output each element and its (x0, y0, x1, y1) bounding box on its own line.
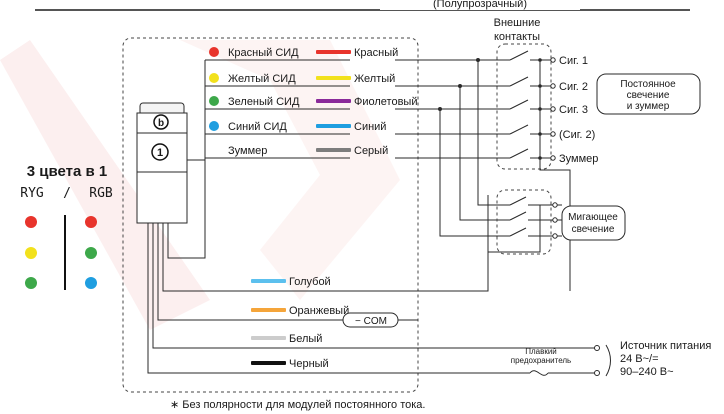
unit-b-badge (153, 114, 169, 130)
signal-tower: b 1 (136, 102, 188, 224)
steady-light-box (596, 73, 701, 115)
steady-line3: и зуммер (627, 101, 670, 112)
wire-swatch-2 (316, 76, 351, 80)
ryg-yellow-dot (25, 247, 37, 259)
led-label-5: Зуммер (228, 145, 267, 157)
wire-label-3: Фиолетовый (354, 96, 417, 108)
steady-line1: Постоянное (620, 79, 676, 90)
bottom-wire-label-2: Оранжевый (289, 305, 349, 317)
bottom-wire-swatch-1 (251, 279, 286, 283)
bottom-wire-label-1: Голубой (289, 276, 331, 288)
external-contacts-box (496, 43, 552, 170)
wire-swatch-4 (316, 124, 351, 128)
modes-title: 3 цвета в 1 (27, 163, 108, 180)
power-voltage-ac: 90–240 В~ (620, 366, 674, 378)
power-label: Источник питания (620, 340, 711, 352)
contact-common (539, 60, 571, 291)
led-label-1: Красный СИД (228, 47, 299, 59)
header-partial-title: (Полупрозрачный) (433, 0, 527, 10)
fuse-label-line2: предохранитель (511, 356, 571, 365)
led-dot-4 (209, 121, 219, 131)
wire-label-2: Желтый (354, 73, 395, 85)
footnote: ∗ Без полярности для модулей постоянного… (170, 399, 425, 411)
led-label-4: Синий СИД (228, 121, 287, 133)
flashing-line1: Мигающее (568, 212, 618, 223)
wire-label-4: Синий (354, 121, 386, 133)
internal-wiring (147, 59, 350, 374)
bottom-wire-swatch-4 (251, 361, 286, 365)
steady-line2: свечение (627, 90, 670, 101)
rgb-dots (85, 216, 97, 289)
contacts-title-line1: Внешние (494, 17, 541, 29)
signal-label-3: Сиг. 3 (559, 104, 588, 116)
signal-label-2: Сиг. 2 (559, 81, 588, 93)
signal-label-5: Зуммер (559, 153, 598, 165)
led-label-3: Зеленый СИД (228, 96, 300, 108)
watermark-logo (0, 40, 400, 330)
unit-b-label: b (158, 118, 164, 129)
led-label-2: Желтый СИД (228, 73, 296, 85)
rgb-red-dot (85, 216, 97, 228)
led-dot-3 (209, 96, 219, 106)
external-contact-switches (500, 50, 556, 161)
mode-separator: / (63, 186, 71, 201)
ryg-green-dot (25, 277, 37, 289)
wire-label-5: Серый (354, 145, 388, 157)
unit-1-label: 1 (157, 147, 163, 159)
contacts-title-line2: контакты (494, 31, 540, 43)
bottom-wire-swatch-3 (251, 336, 286, 340)
ryg-red-dot (25, 216, 37, 228)
flashing-light-box (561, 205, 626, 241)
led-dot-2 (209, 73, 219, 83)
signal-lines (395, 58, 500, 292)
led-dot-1 (209, 47, 219, 57)
power-wiring (418, 344, 611, 377)
com-label: − COM (355, 316, 387, 327)
bottom-wire-label-3: Белый (289, 333, 322, 345)
flashing-contact-switches (488, 196, 562, 253)
unit-1-badge (151, 143, 169, 161)
flashing-contacts-box (496, 189, 552, 255)
bottom-wire-swatch-2 (251, 308, 286, 312)
rgb-green-dot (85, 247, 97, 259)
bottom-wire-label-4: Черный (289, 358, 329, 370)
mode-ryg-label: RYG (20, 186, 44, 201)
mode-rgb-label: RGB (89, 186, 113, 201)
signal-label-1: Сиг. 1 (559, 55, 588, 67)
wire-swatch-1 (316, 50, 351, 54)
rgb-blue-dot (85, 277, 97, 289)
power-voltage-dc: 24 В~/= (620, 353, 659, 365)
fuse-label-line1: Плавкий (525, 347, 557, 356)
flashing-line2: свечение (572, 224, 615, 235)
wire-swatch-5 (316, 148, 351, 152)
wire-label-1: Красный (354, 47, 398, 59)
ryg-dots (25, 216, 37, 289)
wire-swatch-3 (316, 99, 351, 103)
module-enclosure (122, 37, 419, 393)
signal-label-4: (Сиг. 2) (559, 129, 595, 141)
